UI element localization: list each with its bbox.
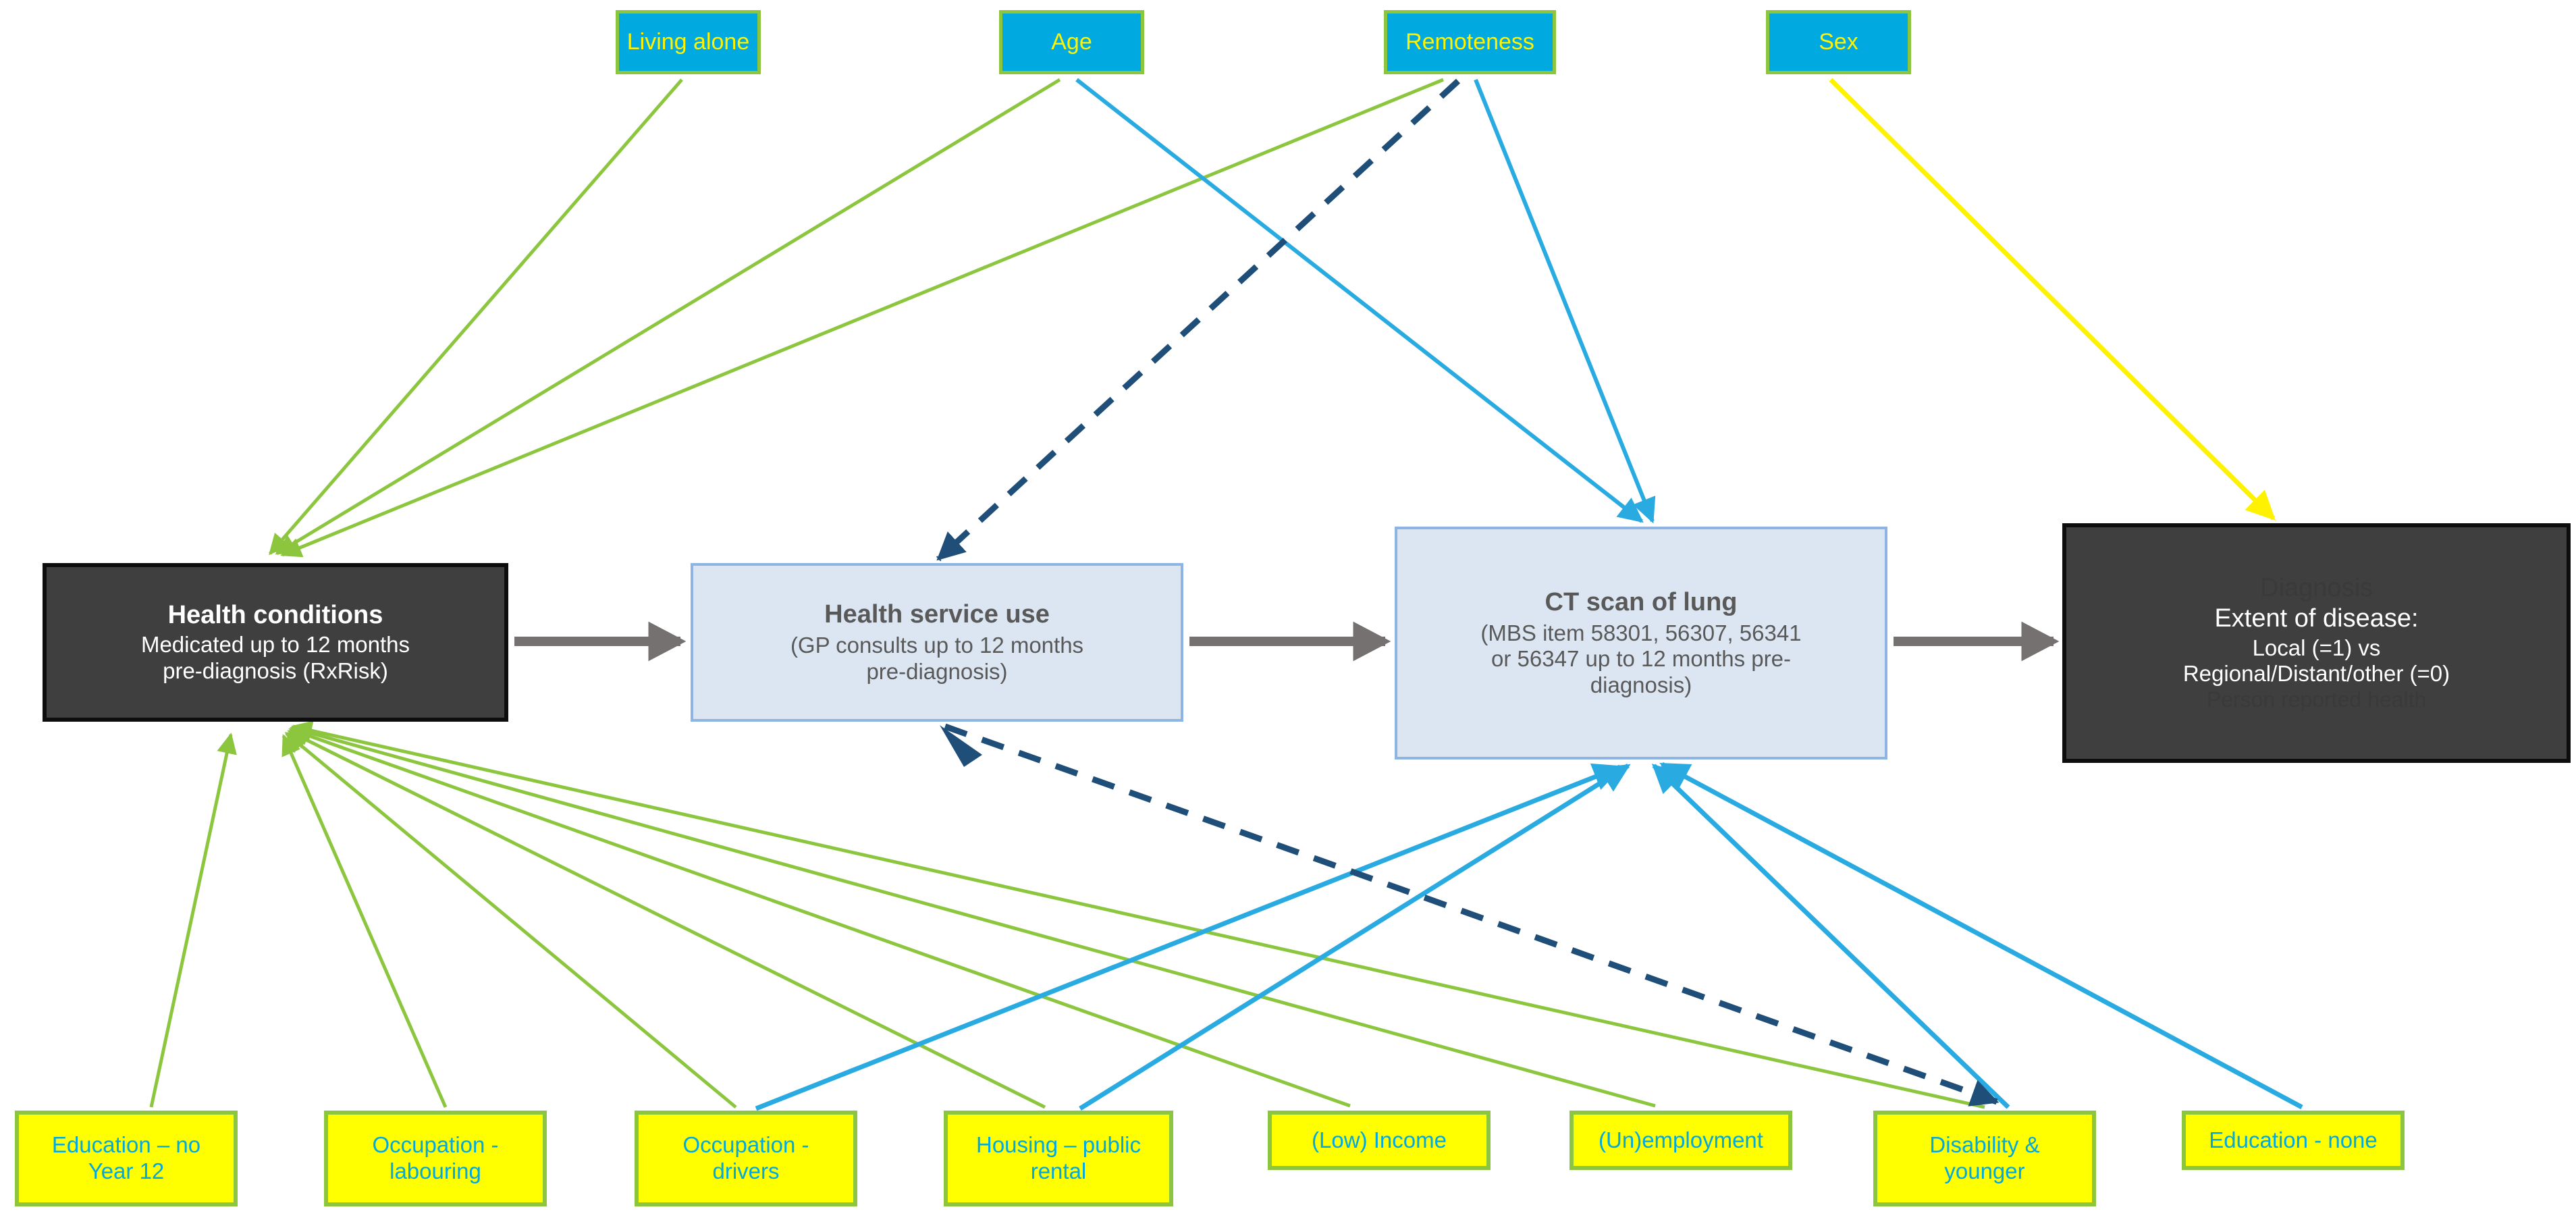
node-sex-label: Sex <box>1819 29 1858 55</box>
node-education-no-year12-line-1: Education – no <box>51 1132 201 1158</box>
node-diagnosis-title: Extent of disease: <box>2214 604 2419 633</box>
node-occupation-drivers-line-2: drivers <box>712 1159 780 1183</box>
node-education-no-year12[interactable]: Education – no Year 12 <box>15 1111 238 1206</box>
node-health-conditions-title: Health conditions <box>167 601 383 630</box>
node-health-conditions-line-1: Medicated up to 12 months <box>140 631 410 657</box>
node-low-income[interactable]: (Low) Income <box>1268 1111 1491 1170</box>
node-education-none[interactable]: Education - none <box>2182 1111 2405 1170</box>
node-occupation-drivers-line-1: Occupation - <box>682 1132 809 1158</box>
edge-occupation-drivers-to-health-conditions <box>284 732 737 1109</box>
node-diagnosis-ghost-title: Diagnosis <box>2260 573 2373 602</box>
node-ct-scan-line-1: (MBS item 58301, 56307, 56341 <box>1480 620 1802 645</box>
node-unemployment-label: (Un)employment <box>1599 1127 1763 1152</box>
node-diagnosis[interactable]: Diagnosis Extent of disease: Local (=1) … <box>2062 523 2571 763</box>
node-health-service-use-line-1: (GP consults up to 12 months <box>790 632 1084 658</box>
node-remoteness-label: Remoteness <box>1405 29 1534 55</box>
node-disability-younger-line-2: younger <box>1944 1159 2025 1183</box>
node-health-service-use[interactable]: Health service use (GP consults up to 12… <box>691 563 1183 722</box>
node-health-service-use-line-2: pre-diagnosis) <box>866 658 1008 684</box>
node-education-none-label: Education - none <box>2209 1127 2378 1152</box>
node-education-no-year12-line-2: Year 12 <box>88 1159 165 1183</box>
node-disability-younger[interactable]: Disability & younger <box>1873 1111 2096 1206</box>
node-health-conditions[interactable]: Health conditions Medicated up to 12 mon… <box>43 563 508 722</box>
edge-occupation-labouring-to-health-conditions <box>281 734 448 1108</box>
node-ct-scan-line-3: diagnosis) <box>1590 672 1692 698</box>
edge-housing-public-rental-to-health-conditions <box>287 729 1046 1109</box>
node-sex[interactable]: Sex <box>1766 10 1911 74</box>
edge-remoteness-to-health-service-use <box>936 78 1461 562</box>
edge-arrowhead-into-health-service-use-bottom <box>940 725 982 767</box>
edge-education-none-to-ct-scan <box>1659 762 2303 1110</box>
edge-remoteness-to-health-conditions <box>280 78 1444 558</box>
node-housing-public-rental-line-2: rental <box>1030 1159 1087 1183</box>
edge-sex-to-diagnosis <box>1829 78 2276 521</box>
edge-living-alone-to-health-conditions <box>269 78 683 556</box>
node-low-income-label: (Low) Income <box>1312 1127 1447 1152</box>
node-age[interactable]: Age <box>999 10 1144 74</box>
edge-age-to-ct-scan <box>1075 78 1644 523</box>
edge-low-income-to-health-conditions <box>288 726 1351 1108</box>
node-occupation-labouring-line-1: Occupation - <box>372 1132 499 1158</box>
node-ct-scan-line-2: or 56347 up to 12 months pre- <box>1491 646 1791 672</box>
node-occupation-labouring[interactable]: Occupation - labouring <box>324 1111 547 1206</box>
node-age-label: Age <box>1051 29 1092 55</box>
node-diagnosis-line-2: Regional/Distant/other (=0) <box>2182 661 2450 687</box>
node-living-alone[interactable]: Living alone <box>616 10 761 74</box>
edge-remoteness-to-ct-scan <box>1474 78 1656 524</box>
edge-disability-younger-to-ct-scan <box>1651 764 2010 1109</box>
node-ct-scan[interactable]: CT scan of lung (MBS item 58301, 56307, … <box>1395 527 1887 760</box>
node-health-service-use-title: Health service use <box>824 600 1050 629</box>
edge-unemployment-to-health-conditions <box>290 723 1656 1108</box>
node-occupation-labouring-line-2: labouring <box>390 1159 481 1183</box>
edge-occupation-drivers-to-ct-scan <box>755 763 1623 1111</box>
edge-housing-public-rental-to-ct-scan <box>1079 764 1631 1111</box>
node-health-conditions-line-2: pre-diagnosis (RxRisk) <box>163 658 388 683</box>
node-housing-public-rental[interactable]: Housing – public rental <box>944 1111 1173 1206</box>
node-diagnosis-line-1: Local (=1) vs <box>2252 635 2381 660</box>
node-living-alone-label: Living alone <box>626 29 750 55</box>
node-occupation-drivers[interactable]: Occupation - drivers <box>635 1111 857 1206</box>
node-ct-scan-title: CT scan of lung <box>1545 587 1738 616</box>
edge-age-to-health-conditions <box>275 78 1061 556</box>
edge-health-service-use-to-disability-younger <box>944 723 2000 1107</box>
edge-disability-younger-to-health-conditions <box>291 720 1985 1109</box>
node-disability-younger-line-1: Disability & <box>1929 1132 2040 1158</box>
edge-education-no-year12-to-health-conditions <box>149 733 237 1108</box>
node-unemployment[interactable]: (Un)employment <box>1569 1111 1792 1170</box>
node-remoteness[interactable]: Remoteness <box>1384 10 1556 74</box>
node-housing-public-rental-line-1: Housing – public <box>976 1132 1141 1158</box>
node-diagnosis-ghost-footer: Person reported health <box>2206 687 2427 712</box>
